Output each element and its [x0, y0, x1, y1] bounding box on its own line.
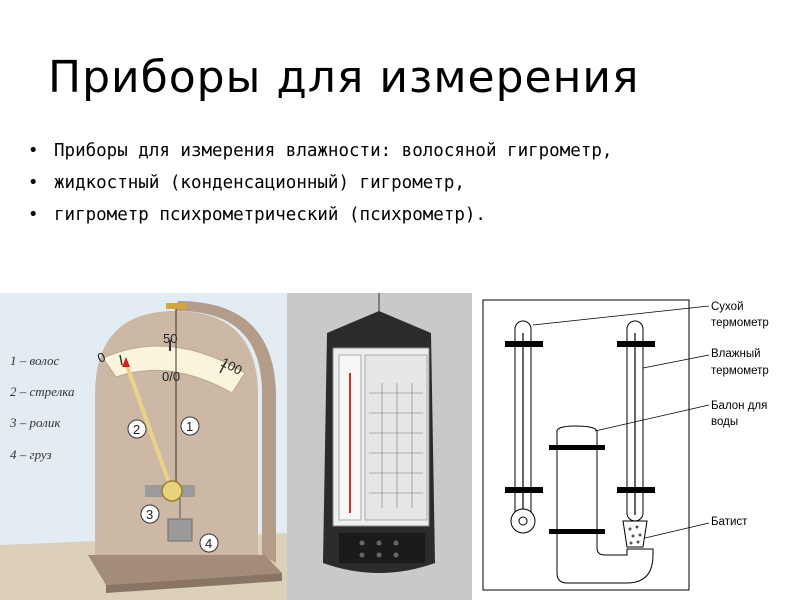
- legend-hair: 1 – волос: [10, 353, 59, 368]
- roller: [161, 480, 183, 502]
- callout-4: 4: [205, 536, 212, 551]
- legend-pointer: 2 – стрелка: [10, 384, 75, 399]
- psychrometer-diagram: Сухой термометр Влажный термометр Балон …: [477, 293, 800, 600]
- pointer-tip: [122, 357, 130, 367]
- bullet-item: •жидкостный (конденсационный) гигрометр,: [28, 173, 465, 193]
- label-wet-2: термометр: [711, 365, 769, 377]
- label-bulb-1: Балон для: [711, 400, 767, 412]
- callout-3: 3: [146, 507, 153, 522]
- legend-weight: 4 – груз: [10, 447, 52, 462]
- bullet-list: •Приборы для измерения влажности: волося…: [28, 138, 612, 234]
- label-dry-1: Сухой: [711, 301, 744, 313]
- slide-title: Приборы для измерения: [48, 52, 640, 103]
- humidity-scale: [102, 345, 246, 394]
- legend-roller: 3 – ролик: [9, 415, 61, 430]
- scale-unit: 0/0: [162, 369, 180, 384]
- hair-hygrometer-illustration: 0 50 100 0/0 1 2 3 4 1 – волос 2 – стрел…: [0, 293, 287, 600]
- bullet-item: •Приборы для измерения влажности: волося…: [28, 141, 613, 161]
- weight: [167, 518, 193, 542]
- callout-2: 2: [133, 422, 140, 437]
- water-balloon: [556, 425, 654, 584]
- label-bulb-2: воды: [711, 416, 738, 428]
- label-batiste: Батист: [711, 516, 748, 528]
- scale-label-50: 50: [163, 331, 177, 346]
- bullet-item: •гигрометр психрометрический (психрометр…: [28, 205, 486, 225]
- label-dry-2: термометр: [711, 317, 769, 329]
- callout-1: 1: [186, 419, 193, 434]
- label-wet-1: Влажный: [711, 348, 761, 360]
- psychrometer-photo: [287, 293, 472, 600]
